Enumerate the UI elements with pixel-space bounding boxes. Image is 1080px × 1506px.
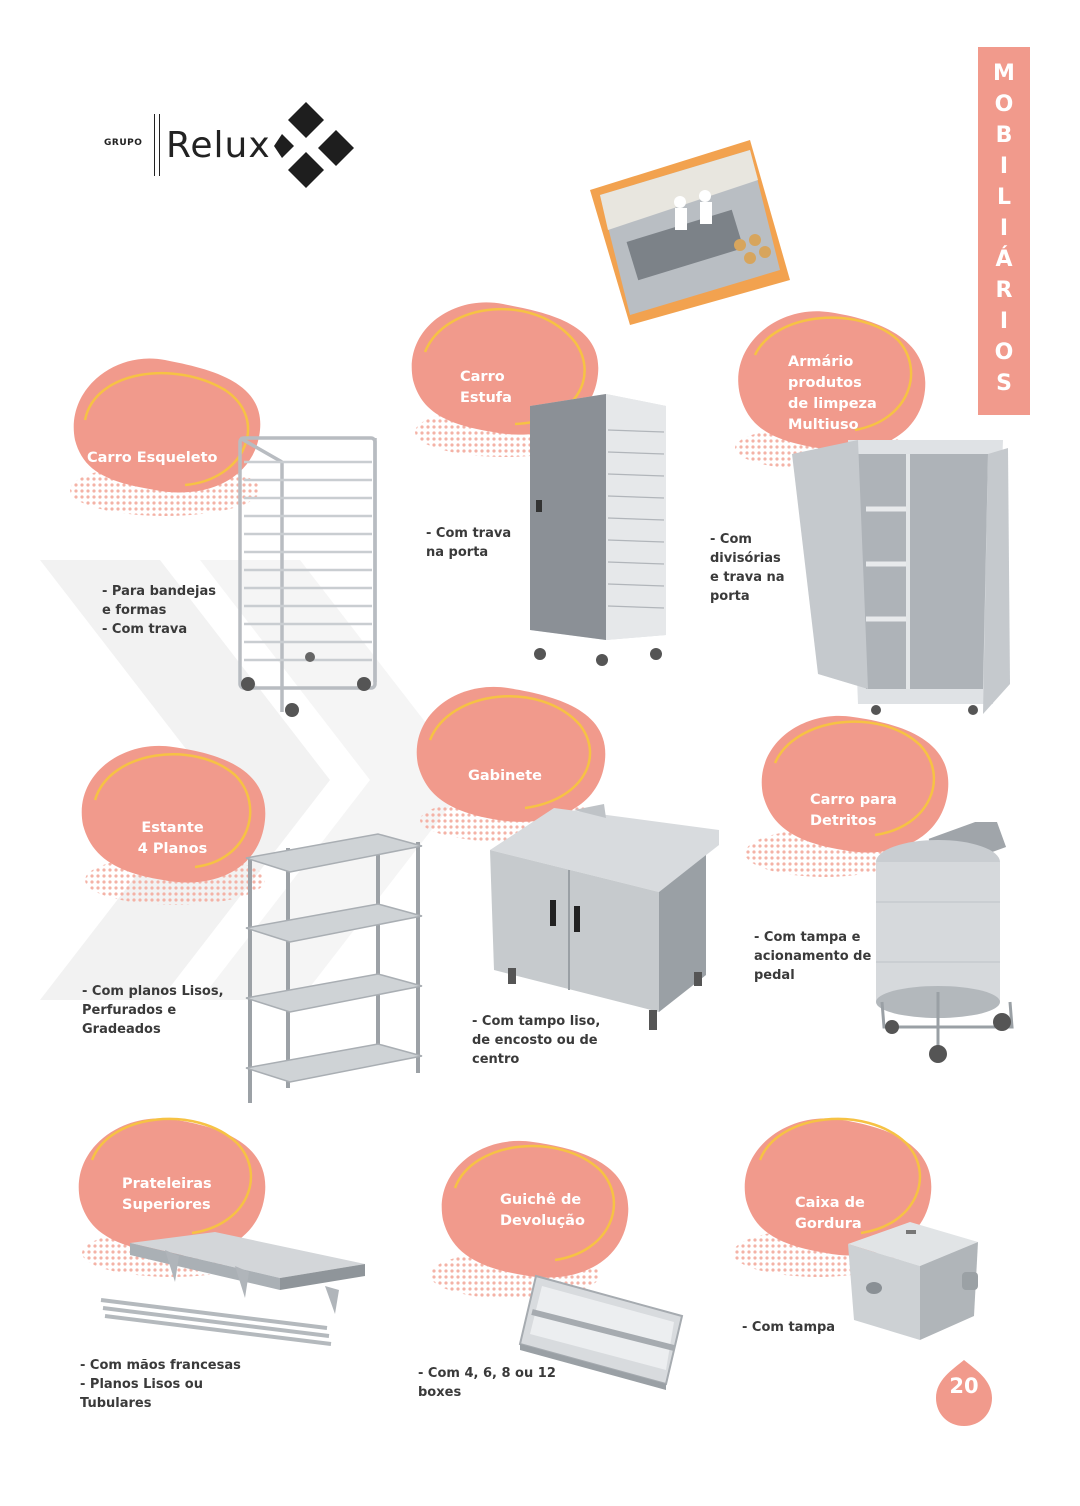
product-desc-guiche: - Com 4, 6, 8 ou 12 boxes — [418, 1364, 556, 1402]
desc-line: e trava na — [710, 570, 785, 585]
desc-line: - Com trava — [426, 526, 512, 541]
desc-line: acionamento de — [754, 949, 872, 964]
desc-line: pedal — [754, 968, 795, 983]
product-desc-estante: - Com planos Lisos, Perfurados e Gradead… — [82, 982, 224, 1039]
carro-esqueleto-image — [238, 436, 377, 717]
logo-diamond-icon — [274, 102, 354, 188]
gabinete-image — [490, 804, 719, 1030]
title-line: Estante — [141, 820, 204, 836]
title-line: Superiores — [122, 1197, 211, 1213]
desc-line: - Planos Lisos ou — [80, 1377, 203, 1392]
product-desc-caixa-gordura: - Com tampa — [742, 1318, 835, 1337]
desc-line: - Com planos Lisos, — [82, 984, 224, 999]
title-line: Caixa de — [795, 1195, 865, 1211]
desc-line: divisórias — [710, 551, 781, 566]
armario-image — [792, 440, 1010, 715]
prateleiras-image — [100, 1232, 365, 1346]
logo-group-text: GRUPO — [104, 138, 143, 148]
logo-name: Relux — [166, 125, 271, 166]
product-desc-armario: - Com divisórias e trava na porta — [710, 530, 785, 606]
product-title-carro-detritos: Carro para Detritos — [810, 790, 897, 832]
title-line: Detritos — [810, 813, 877, 829]
desc-line: Perfurados e — [82, 1003, 177, 1018]
desc-line: Gradeados — [82, 1022, 161, 1037]
desc-line: - Com 4, 6, 8 ou 12 — [418, 1366, 556, 1381]
product-title-armario: Armário produtos de limpeza Multiuso — [788, 352, 877, 436]
title-line: produtos — [788, 375, 862, 391]
section-tab: MOBILIÁRIOS — [978, 47, 1030, 415]
title-line: Armário — [788, 354, 854, 370]
title-blob — [70, 358, 261, 516]
desc-line: Tubulares — [80, 1396, 152, 1411]
title-line: de limpeza — [788, 396, 877, 412]
product-desc-carro-detritos: - Com tampa e acionamento de pedal — [754, 928, 871, 985]
product-desc-carro-estufa: - Com trava na porta — [426, 524, 511, 562]
section-title: MOBILIÁRIOS — [991, 60, 1017, 402]
relux-logo: GRUPO Relux — [104, 100, 364, 190]
carro-estufa-image — [530, 394, 666, 666]
guiche-image — [518, 1274, 684, 1390]
title-line: 4 Planos — [137, 841, 208, 857]
page-number: 20 — [949, 1374, 979, 1398]
product-title-caixa-gordura: Caixa de Gordura — [795, 1193, 865, 1235]
title-line: Estufa — [460, 390, 512, 406]
desc-line: - Com tampo liso, — [472, 1014, 601, 1029]
page-number-badge: 20 — [936, 1360, 992, 1428]
product-title-prateleiras: Prateleiras Superiores — [122, 1174, 212, 1216]
caixa-gordura-image — [848, 1222, 978, 1340]
title-line: Gordura — [795, 1216, 862, 1232]
product-title-estante: Estante 4 Planos — [120, 818, 225, 860]
desc-line: - Com — [710, 532, 752, 547]
logo-divider — [154, 114, 160, 176]
desc-line: e formas — [102, 603, 167, 618]
title-line: Carro para — [810, 792, 897, 808]
title-line: Carro — [460, 369, 505, 385]
estante-image — [245, 833, 423, 1103]
desc-line: - Com mãos francesas — [80, 1358, 241, 1373]
product-title-carro-esqueleto: Carro Esqueleto — [87, 450, 218, 466]
page-badge-shape — [936, 1360, 992, 1426]
title-line: Multiuso — [788, 417, 859, 433]
kitchen-photo — [590, 140, 790, 325]
desc-line: de encosto ou de — [472, 1033, 598, 1048]
product-title-carro-estufa: Carro Estufa — [460, 367, 512, 409]
product-title-guiche: Guichê de Devolução — [500, 1190, 585, 1232]
product-desc-gabinete: - Com tampo liso, de encosto ou de centr… — [472, 1012, 600, 1069]
desc-line: porta — [710, 589, 750, 604]
title-line: Devolução — [500, 1213, 585, 1229]
title-line: Guichê de — [500, 1192, 582, 1208]
product-desc-prateleiras: - Com mãos francesas - Planos Lisos ou T… — [80, 1356, 241, 1413]
desc-line: - Com tampa e — [754, 930, 861, 945]
desc-line: - Com tampa — [742, 1320, 836, 1335]
product-desc-carro-esqueleto: - Para bandejas e formas - Com trava — [102, 582, 216, 639]
desc-line: - Com trava — [102, 622, 188, 637]
title-line: Prateleiras — [122, 1176, 212, 1192]
desc-line: centro — [472, 1052, 520, 1067]
product-title-gabinete: Gabinete — [468, 768, 542, 784]
desc-line: - Para bandejas — [102, 584, 217, 599]
carro-detritos-image — [876, 822, 1014, 1063]
desc-line: na porta — [426, 545, 489, 560]
title-blob — [745, 715, 949, 877]
desc-line: boxes — [418, 1385, 462, 1400]
title-blob — [81, 745, 266, 905]
